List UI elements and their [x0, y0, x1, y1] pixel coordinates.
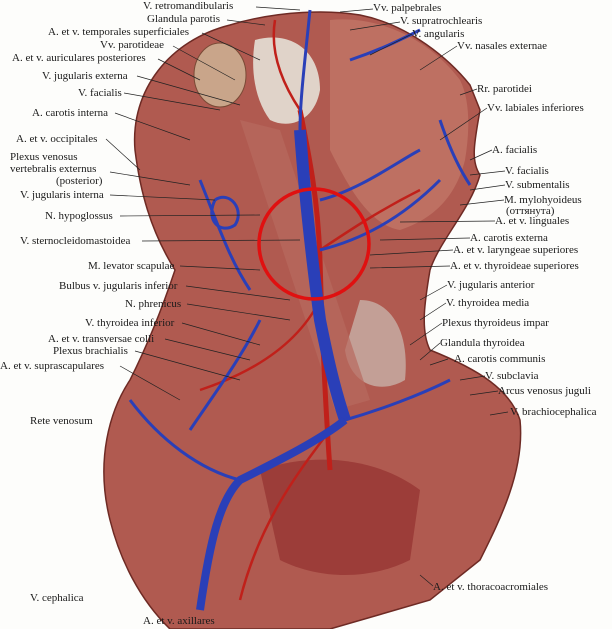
label-rete-venosum: Rete venosum [30, 415, 93, 427]
label-a-facialis: A. facialis [492, 144, 538, 156]
label-mylohyoideus: M. mylohyoideus [504, 194, 582, 206]
label-occipitales: A. et v. occipitales [16, 133, 98, 145]
label-parotidei: Rr. parotidei [477, 83, 532, 95]
label-sternocleidomastoidea: V. sternocleidomastoidea [20, 235, 131, 247]
ear [193, 42, 247, 108]
label-supratrochlearis: V. supratrochlearis [400, 15, 483, 27]
label-glandula-parotis: Glandula parotis [147, 13, 221, 25]
label-submentalis: V. submentalis [505, 179, 570, 191]
label-v-facialis: V. facialis [505, 165, 549, 177]
face-region [330, 19, 469, 231]
label-levator-scapulae: M. levator scapulae [88, 260, 175, 272]
thyroid-gland [345, 300, 406, 387]
label-jugularis-externa: V. jugularis externa [42, 70, 128, 82]
highlight-circle [257, 187, 371, 301]
label-suprascapulares: A. et v. suprascapulares [0, 360, 105, 372]
artery-carotis [297, 109, 333, 471]
label-plexus-thyroideus: Plexus thyroideus impar [442, 317, 549, 329]
label-jugularis-anterior: V. jugularis anterior [447, 279, 535, 291]
label-hypoglossus: N. hypoglossus [45, 210, 113, 222]
label-cephalica: V. cephalica [30, 592, 84, 604]
label-angularis: V. angularis [412, 28, 465, 40]
label-nasales: Vv. nasales externae [457, 40, 547, 52]
label-palpebrales: Vv. palpebrales [373, 2, 442, 14]
label-retromandibularis: V. retromandibularis [143, 0, 234, 12]
label-transversae-colli: A. et v. transversae colli [48, 333, 155, 345]
label-labiales: Vv. labiales inferiores [487, 102, 584, 114]
label-thyroidea-media: V. thyroidea media [446, 297, 530, 309]
label-axillares: A. et v. axillares [143, 615, 215, 627]
label-carotis-communis: A. carotis communis [454, 353, 546, 365]
label-plexus-brachialis: Plexus brachialis [53, 345, 128, 357]
leader-lines [105, 6, 509, 587]
label-facialis-left: V. facialis [78, 87, 122, 99]
label-thyroideae-superiores: A. et v. thyroideae superiores [450, 260, 579, 272]
label-carotis-interna: A. carotis interna [32, 107, 109, 119]
label-jugularis-interna: V. jugularis interna [20, 189, 104, 201]
label-parotideae: Vv. parotideae [100, 39, 165, 51]
label-bulbus: Bulbus v. jugularis inferior [59, 280, 178, 292]
label-glandula-thyroidea: Glandula thyroidea [440, 337, 525, 349]
label-linguales: A. et v. linguales [495, 215, 570, 227]
label-auriculares: A. et v. auriculares posteriores [12, 52, 146, 64]
label-carotis-externa: A. carotis externa [470, 232, 548, 244]
artery-branches [199, 19, 421, 601]
label-plexus-venosus-3: (posterior) [56, 175, 103, 187]
label-laryngeae: A. et v. laryngeae superiores [453, 244, 579, 256]
label-plexus-venosus-2: vertebralis externus [10, 163, 97, 175]
vein-branches [128, 9, 472, 482]
vein-jugularis-interna [294, 129, 351, 422]
sternocleidomastoid-muscle [240, 120, 370, 410]
parotid-gland [253, 37, 320, 124]
label-subclavia: V. subclavia [485, 370, 539, 382]
label-plexus-venosus-1: Plexus venosus [10, 151, 78, 163]
label-brachiocephalica: V. brachiocephalica [510, 406, 597, 418]
label-temporales: A. et v. temporales superficiales [48, 26, 190, 38]
label-mylohyoideus-note: (оттянута) [506, 205, 555, 217]
label-phrenicus: N. phrenicus [125, 298, 182, 310]
shoulder-muscle [260, 459, 420, 575]
label-arcus: Arcus venosus juguli [498, 385, 591, 397]
label-thoracoacromiales: A. et v. thoracoacromiales [433, 581, 549, 593]
label-thyroidea-inferior: V. thyroidea inferior [85, 317, 175, 329]
